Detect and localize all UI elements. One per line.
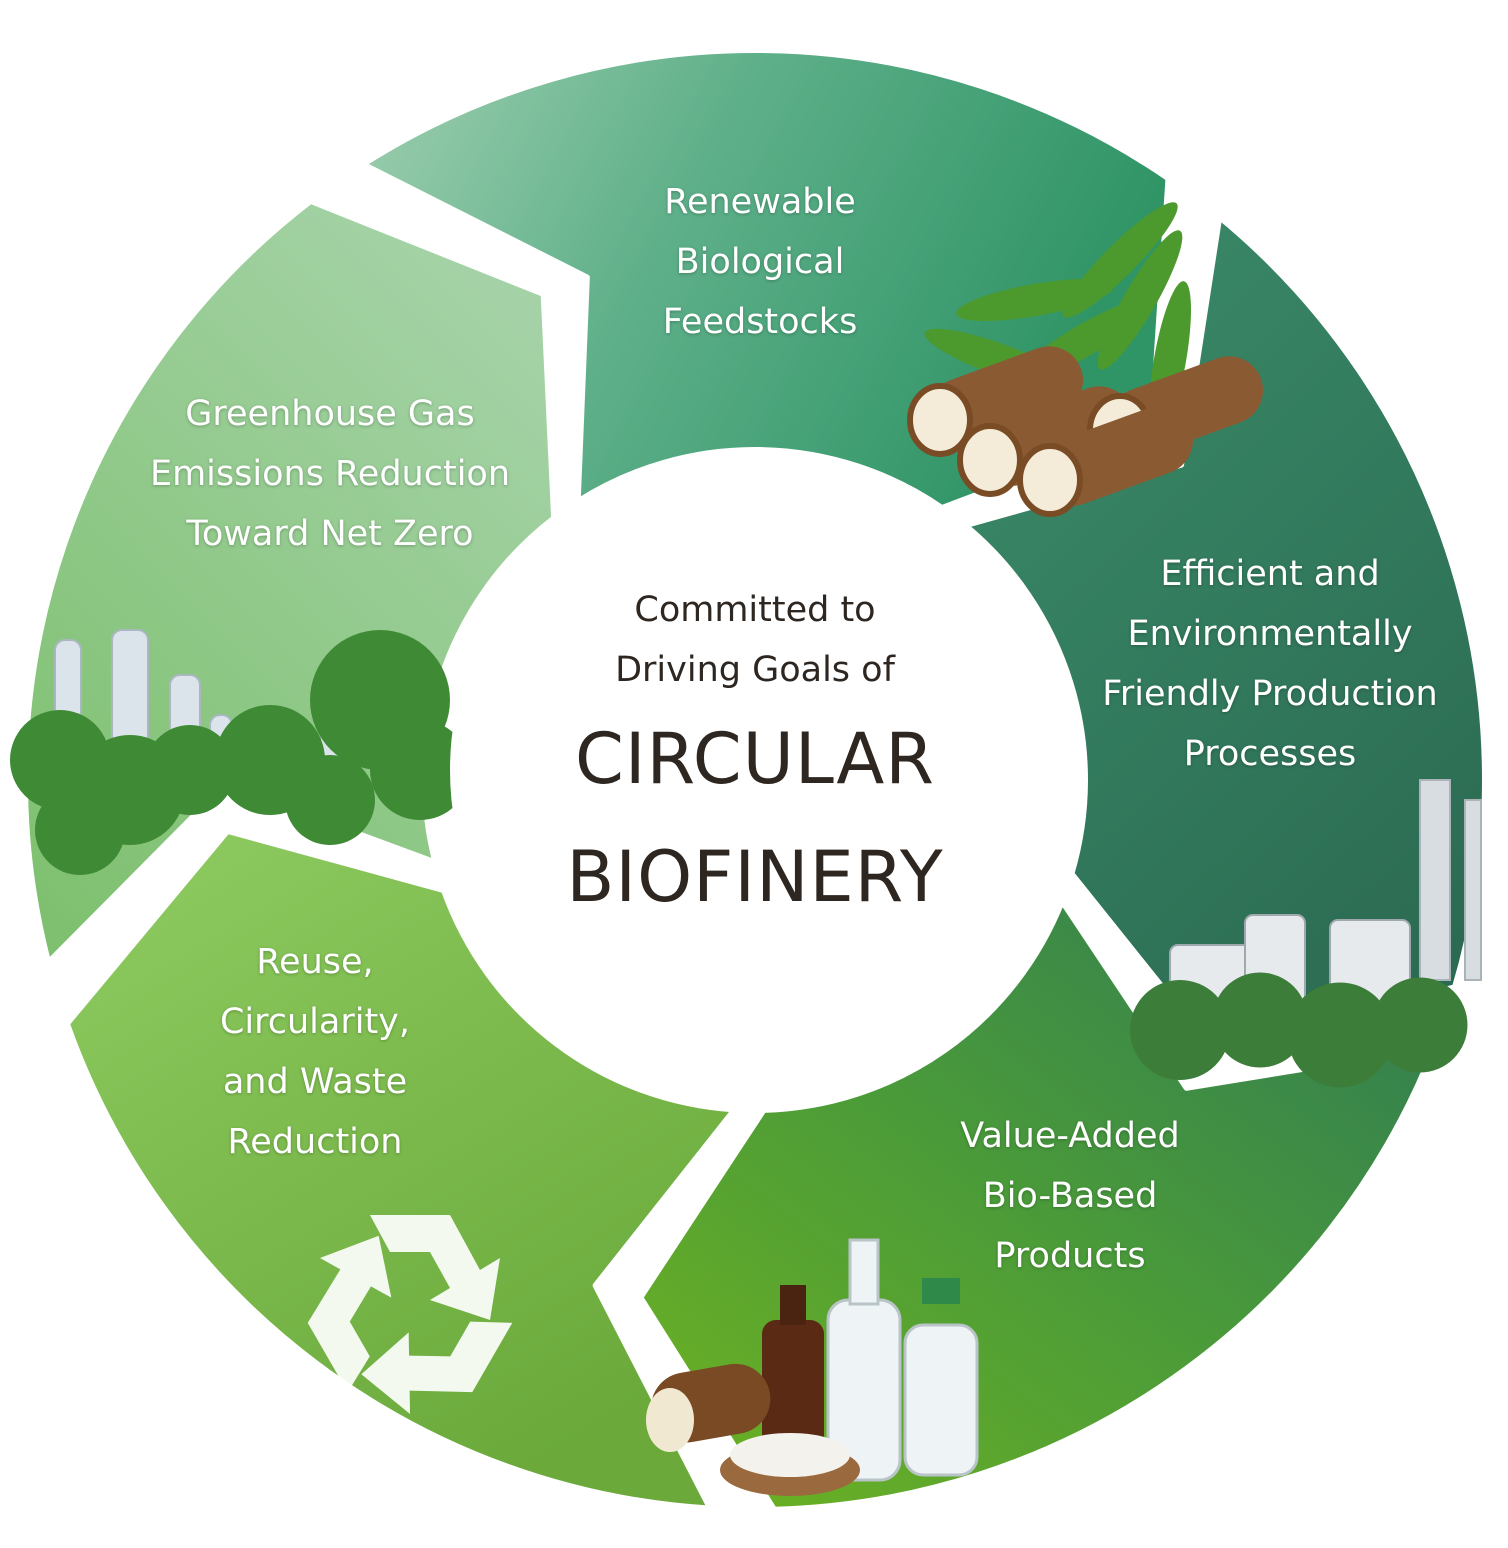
center-intro: Committed to Driving Goals of <box>500 580 1010 700</box>
segment-label-products: Value-Added Bio-Based Products <box>960 1116 1180 1276</box>
segment-label-emissions: Greenhouse Gas Emissions Reduction Towar… <box>149 394 511 554</box>
segment-label-reuse: Reuse, Circularity, and Waste Reduction <box>219 942 411 1162</box>
center-circle <box>450 460 1070 1080</box>
center-title-line: BIOFINERY <box>566 836 944 918</box>
center-intro-line: Committed to <box>634 590 876 630</box>
center-title-line: CIRCULAR <box>575 718 935 800</box>
biorefinery-plant-icon <box>1130 779 1482 1088</box>
illustrations-layer <box>10 202 1482 1496</box>
bottles-and-flask-icon <box>646 1238 979 1496</box>
recycle-icon <box>307 1215 513 1414</box>
center-intro-line: Driving Goals of <box>615 650 895 690</box>
cassava-roots-and-leaves-icon <box>907 202 1264 517</box>
center-title: CIRCULAR BIOFINERY <box>500 700 1010 936</box>
segment-label-feedstocks: Renewable Biological Feedstocks <box>662 182 858 342</box>
center-text: Committed to Driving Goals of CIRCULAR B… <box>500 580 1010 936</box>
segment-label-production: Efficient and Environmentally Friendly P… <box>1102 554 1438 774</box>
green-city-icon <box>10 629 470 875</box>
segment-reuse <box>63 827 738 1512</box>
